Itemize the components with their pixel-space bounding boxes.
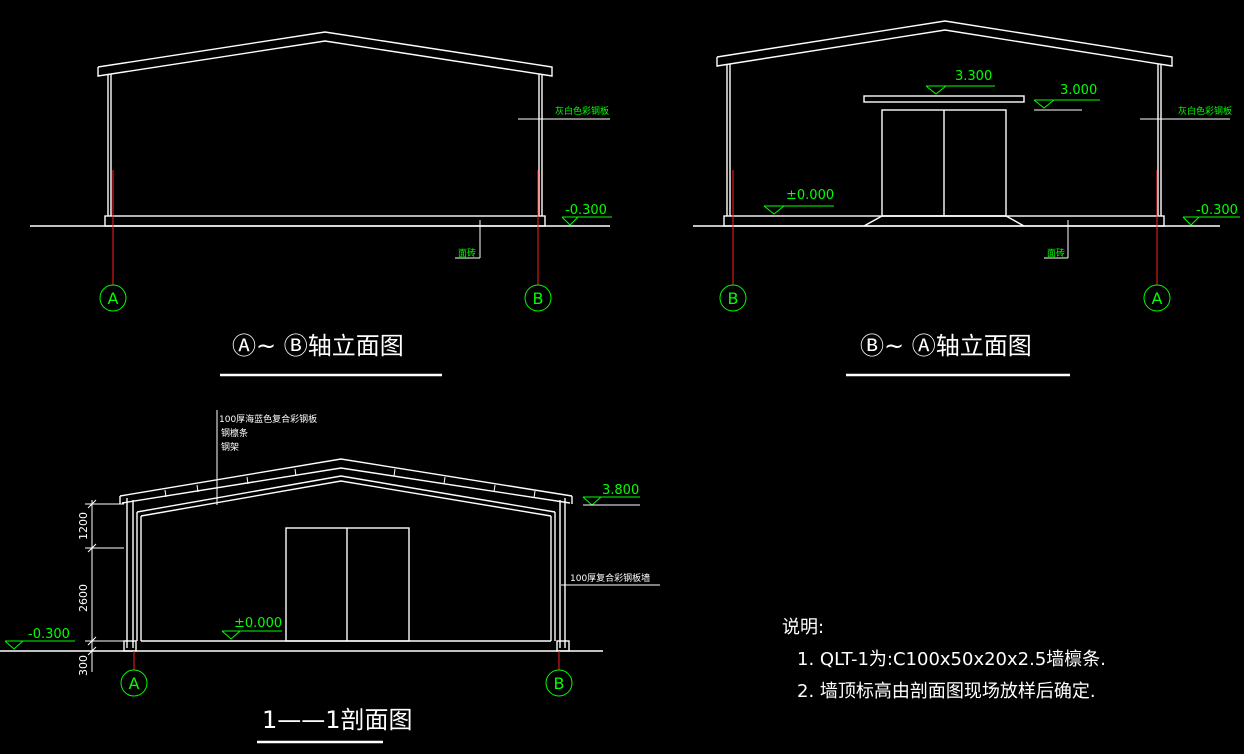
axis-label-left: A xyxy=(108,289,119,308)
elevation-ab-title: Ⓐ~ Ⓑ轴立面图 xyxy=(232,332,404,360)
axis-label-left: A xyxy=(129,674,140,693)
axis-bubble-a xyxy=(120,669,148,697)
note-1: 1. QLT-1为:C100x50x20x2.5墙檩条. xyxy=(797,649,1106,670)
level-floor: ±0.000 xyxy=(234,616,282,631)
elevation-ab: A B 灰白色彩钢板 面砖 -0.300 Ⓐ~ Ⓑ轴立面图 xyxy=(30,31,612,377)
axis-bubble-b xyxy=(545,669,573,697)
axis-label-right: A xyxy=(1152,289,1163,308)
floor-finish-label: 面砖 xyxy=(458,247,476,259)
axis-bubble-a xyxy=(1143,284,1171,312)
level-canopy: 3.300 xyxy=(955,69,992,84)
section-title: 1——1剖面图 xyxy=(262,706,413,734)
steel-frame xyxy=(136,475,556,513)
cladding-label: 灰白色彩钢板 xyxy=(555,105,609,117)
wall-layer-label: 100厚复合彩钢板墙 xyxy=(570,572,650,584)
roof-outline xyxy=(716,20,1173,67)
note-2: 2. 墙顶标高由剖面图现场放样后确定. xyxy=(797,681,1096,702)
dim-1200: 1200 xyxy=(77,512,90,540)
roof-layer-1: 100厚海蓝色复合彩钢板 xyxy=(219,413,317,425)
axis-bubble-a xyxy=(99,284,127,312)
dim-2600: 2600 xyxy=(77,584,90,612)
entrance-ramp xyxy=(863,215,1025,227)
level-floor: ±0.000 xyxy=(786,188,834,203)
level-outside: -0.300 xyxy=(565,203,607,218)
elevation-ba-title: Ⓑ~ Ⓐ轴立面图 xyxy=(860,332,1032,360)
dim-300: 300 xyxy=(77,655,90,676)
roof-outer xyxy=(119,458,573,497)
notes: 说明: 1. QLT-1为:C100x50x20x2.5墙檩条. 2. 墙顶标高… xyxy=(782,617,1106,702)
level-door: 3.000 xyxy=(1060,83,1097,98)
floor-finish-label: 面砖 xyxy=(1047,247,1065,259)
axis-bubble-b xyxy=(719,284,747,312)
level-eave: 3.800 xyxy=(602,483,639,498)
level-outside: -0.300 xyxy=(28,627,70,642)
axis-label-left: B xyxy=(728,289,739,308)
cladding-label: 灰白色彩钢板 xyxy=(1178,105,1232,117)
elevation-ba: B A 3.300 3.000 ±0.000 灰白色彩钢板 面砖 -0.300 … xyxy=(693,20,1240,377)
door-canopy xyxy=(863,95,1025,103)
level-outside: -0.300 xyxy=(1196,203,1238,218)
roof-layer-3: 钢架 xyxy=(221,441,239,453)
axis-label-right: B xyxy=(554,674,565,693)
roof-layer-2: 钢檩条 xyxy=(221,427,248,439)
axis-label-right: B xyxy=(533,289,544,308)
axis-bubble-b xyxy=(524,284,552,312)
section-1-1: A B 100厚海蓝色复合彩钢板 钢檩条 钢架 100厚复合彩钢板墙 3.800… xyxy=(0,410,660,744)
roof-outline xyxy=(97,31,553,77)
notes-heading: 说明: xyxy=(782,617,824,638)
